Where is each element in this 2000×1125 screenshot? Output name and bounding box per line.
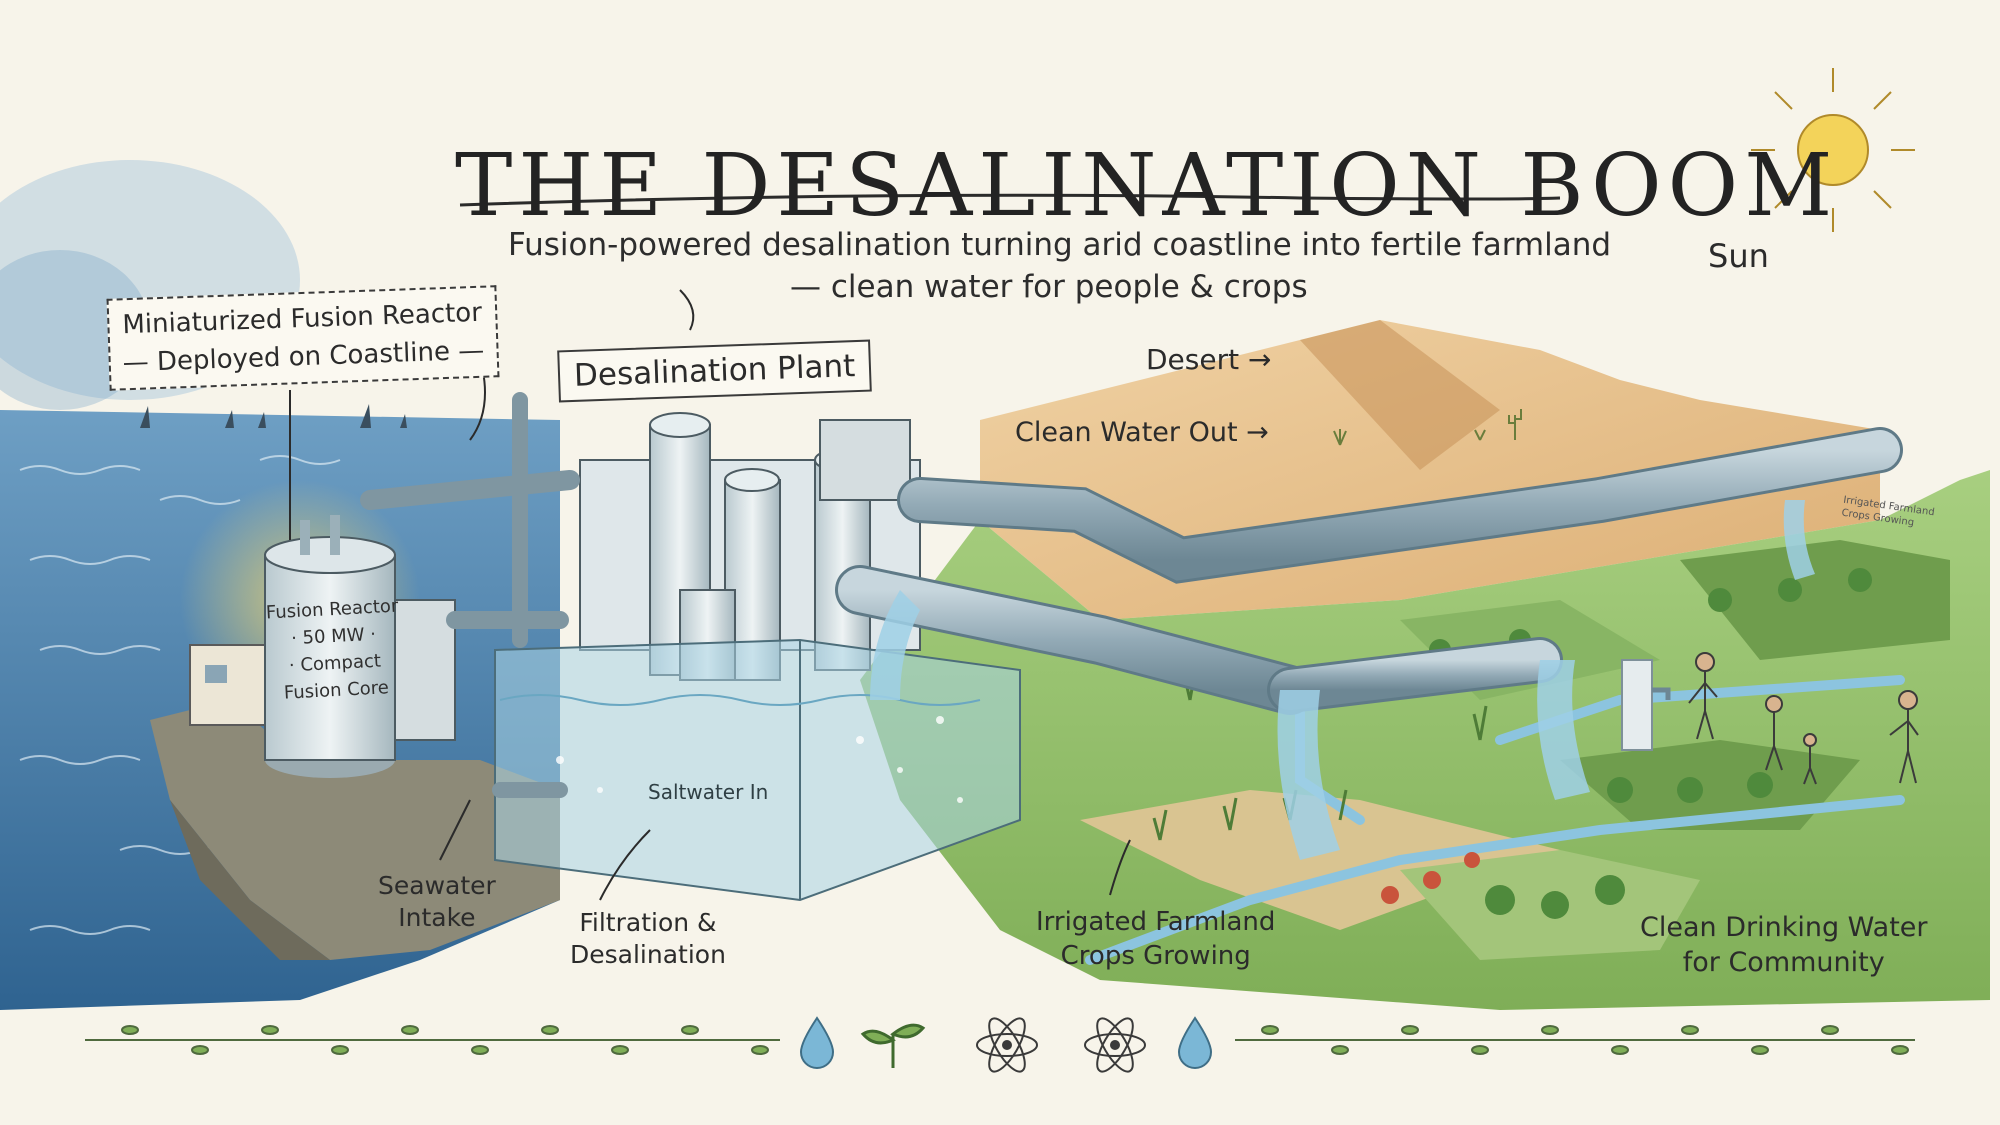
farmland [860, 470, 1990, 1010]
clean-water-out-label: Clean Water Out → [1015, 417, 1269, 448]
bottom-border [85, 1016, 1915, 1073]
subtitle-line-1: Fusion-powered desalination turning arid… [508, 227, 1612, 263]
sprout-icon [860, 1023, 926, 1068]
leafy-crops [1429, 568, 1872, 919]
drinking-water-label: Clean Drinking Water for Community [1640, 910, 1928, 980]
seawater-intake-label: Seawater Intake [378, 870, 496, 934]
villagers [1688, 652, 1919, 785]
title-underline [459, 193, 1561, 207]
desert-label: Desert → [1146, 343, 1272, 376]
page-title: THE DESALINATION BOOM [455, 135, 1839, 236]
seawater-intake-line-2: Intake [398, 903, 476, 932]
main-pipes [360, 392, 1903, 798]
sea-waves [19, 455, 341, 935]
irrigated-line-1: Irrigated Farmland [1036, 907, 1276, 937]
filtration-line-1: Filtration & [579, 908, 717, 937]
drinking-line-1: Clean Drinking Water [1640, 912, 1928, 943]
filtration-line-2: Desalination [570, 940, 726, 969]
annotation-arrows [289, 289, 1131, 901]
desalination-plant [579, 412, 921, 681]
desalination-plant-label: Desalination Plant [557, 339, 873, 403]
water-drop-icon [799, 1016, 835, 1069]
filtration-label: Filtration & Desalination [570, 907, 726, 971]
reactor-tank-text: Fusion Reactor · 50 MW · · Compact Fusio… [265, 593, 403, 708]
atom-icon [976, 1017, 1038, 1073]
subtitle: Fusion-powered desalination turning arid… [508, 224, 1611, 308]
atom-icon [1084, 1017, 1146, 1073]
crop-field-4 [1680, 540, 1950, 660]
desert-shrubs [1333, 409, 1522, 446]
sun-label: Sun [1708, 237, 1769, 275]
vine-icon [85, 1025, 780, 1055]
subtitle-line-2: — clean water for people & crops [790, 269, 1308, 305]
coast-rocks [150, 700, 560, 960]
water-outflows [870, 500, 1815, 860]
irrigated-line-2: Crops Growing [1060, 941, 1251, 971]
fusion-reactor-label: Miniaturized Fusion Reactor — Deployed o… [106, 285, 500, 391]
drinking-line-2: for Community [1682, 947, 1885, 978]
irrigated-farmland-label: Irrigated Farmland Crops Growing [1036, 905, 1275, 973]
tomato-plants [1381, 852, 1480, 904]
fusion-reactor-tank [189, 515, 456, 778]
seawater-intake-line-1: Seawater [378, 871, 496, 900]
vine-icon [1235, 1025, 1915, 1055]
crop-field-1 [1080, 790, 1560, 930]
water-drop-icon [1177, 1016, 1213, 1069]
sun-icon [1751, 68, 1915, 232]
saltwater-in-label: Saltwater In [648, 780, 769, 804]
water-tap [1621, 659, 1671, 751]
sailboats [140, 404, 407, 428]
filtration-tank [494, 638, 1021, 902]
